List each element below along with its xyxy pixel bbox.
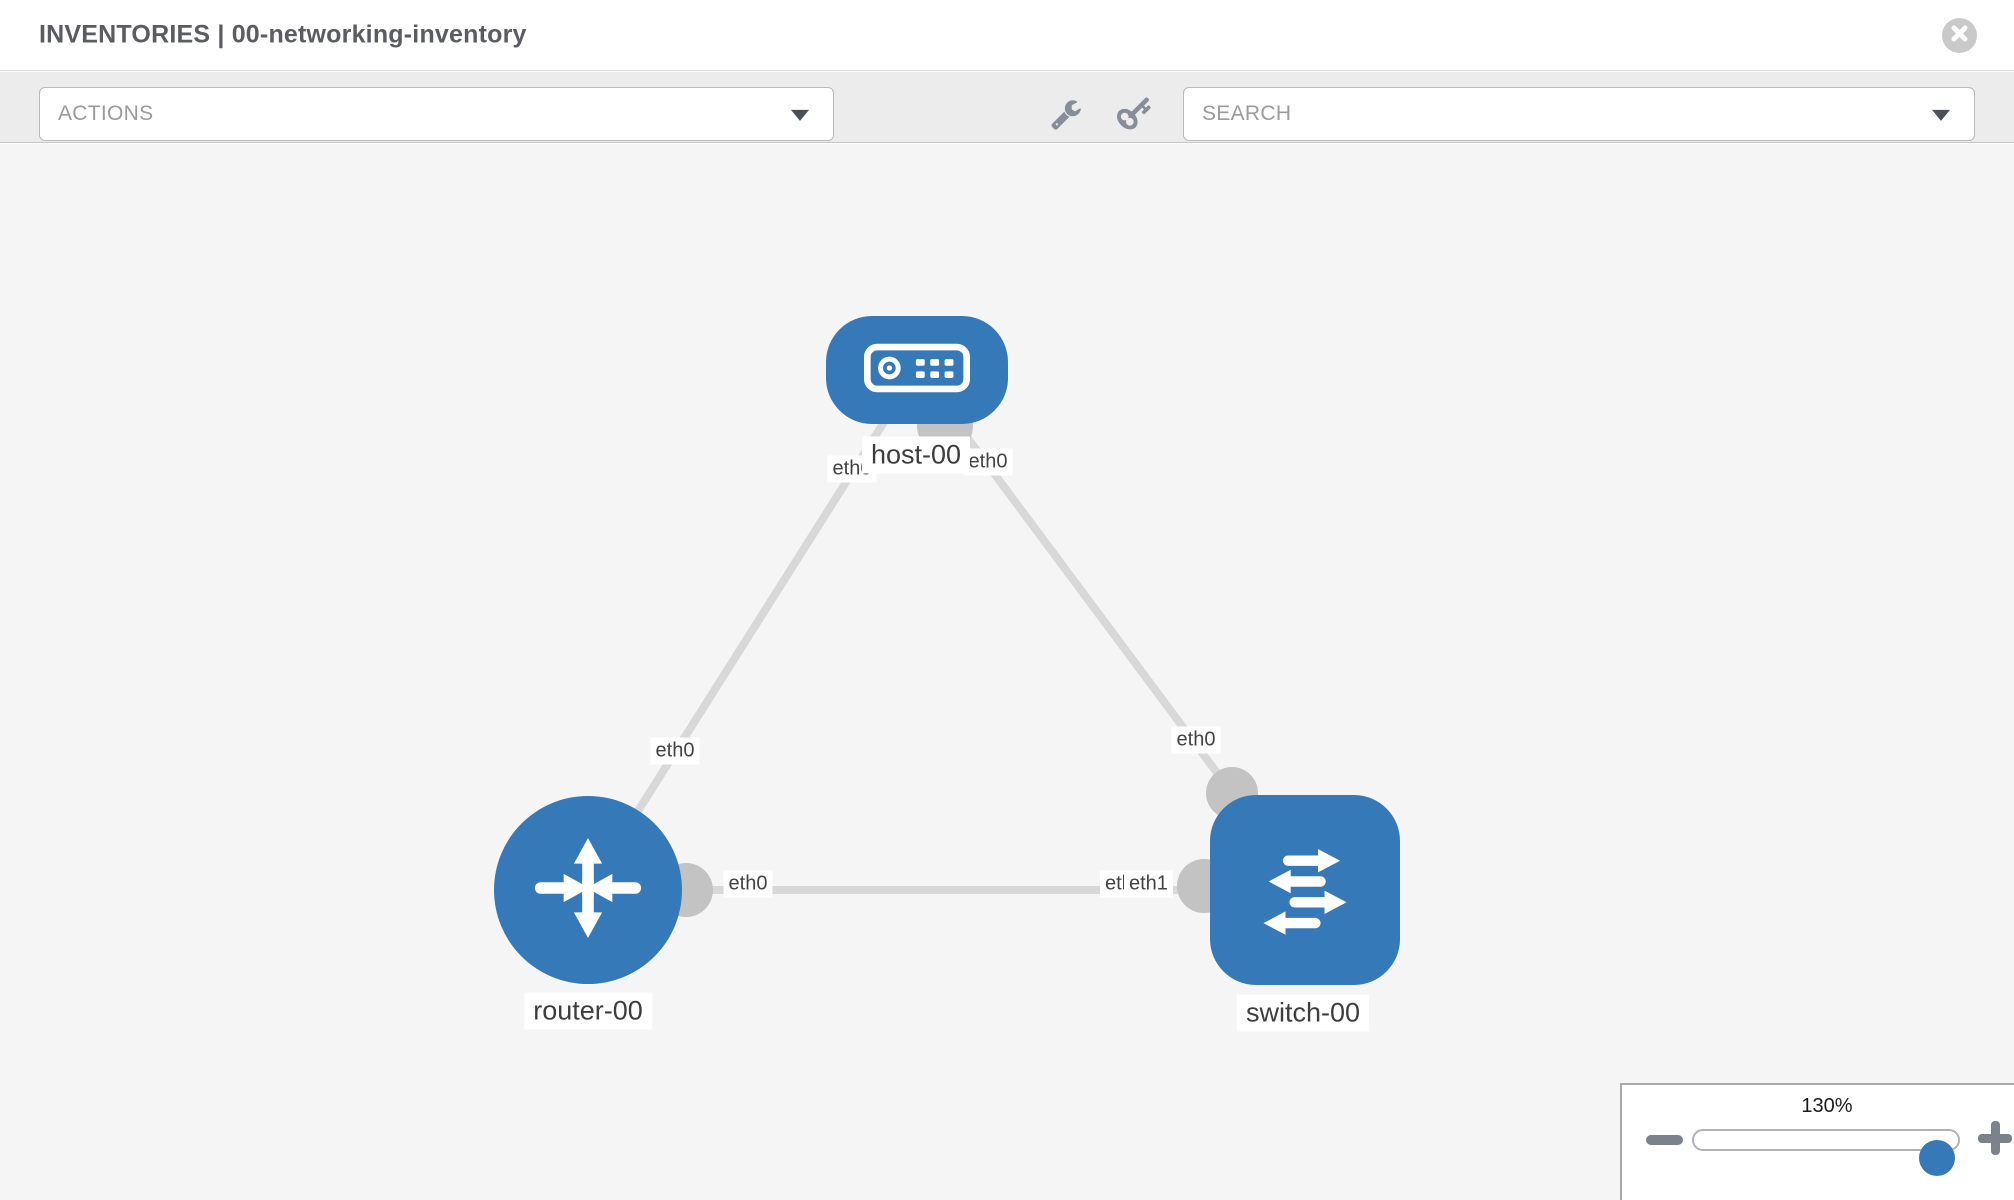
credentials-button[interactable] (1116, 96, 1154, 137)
zoom-in-button[interactable] (1978, 1121, 2012, 1155)
header: INVENTORIES | 00-networking-inventory (0, 0, 2014, 71)
interface-label: eth0 (650, 737, 700, 765)
node-label-router-00: router-00 (524, 992, 652, 1030)
node-host-00[interactable] (826, 316, 1008, 424)
close-icon (1950, 24, 1969, 48)
topology-canvas[interactable]: eth0 eth0 eth0 eth0 eth0 eth0 eth1 host-… (0, 144, 2014, 1200)
node-label-switch-00: switch-00 (1236, 994, 1370, 1032)
router-icon (524, 824, 652, 957)
interface-label: eth0 (963, 448, 1013, 476)
wrench-icon (1050, 98, 1082, 135)
actions-dropdown[interactable]: ACTIONS (39, 87, 834, 141)
toolbar: ACTIONS SEARCH (0, 72, 2014, 143)
search-dropdown[interactable]: SEARCH (1183, 87, 1975, 141)
page-title: INVENTORIES | 00-networking-inventory (39, 20, 527, 49)
search-dropdown-label: SEARCH (1202, 102, 1292, 125)
interface-label: eth1 (1124, 870, 1173, 898)
zoom-slider-track[interactable] (1692, 1129, 1960, 1176)
interface-label: eth0 (723, 870, 773, 898)
key-icon (1117, 96, 1153, 137)
interface-label: eth0 (1171, 726, 1221, 754)
close-button[interactable] (1942, 18, 1977, 53)
plus-icon (1991, 1121, 2000, 1155)
topology-links-layer (584, 367, 1305, 917)
node-switch-00[interactable] (1210, 795, 1400, 985)
switch-icon (1240, 823, 1370, 958)
configure-button[interactable] (1047, 97, 1085, 135)
node-label-host-00: host-00 (861, 436, 971, 474)
chevron-down-icon (791, 109, 809, 121)
zoom-level-value: 130% (1801, 1095, 1853, 1117)
chevron-down-icon (1932, 109, 1950, 121)
zoom-out-button[interactable] (1646, 1135, 1683, 1145)
actions-dropdown-label: ACTIONS (58, 102, 154, 125)
node-router-00[interactable] (494, 796, 682, 984)
host-icon (864, 343, 970, 398)
zoom-control-panel: 130% (1620, 1083, 2014, 1200)
zoom-slider-thumb[interactable] (1919, 1140, 1955, 1176)
